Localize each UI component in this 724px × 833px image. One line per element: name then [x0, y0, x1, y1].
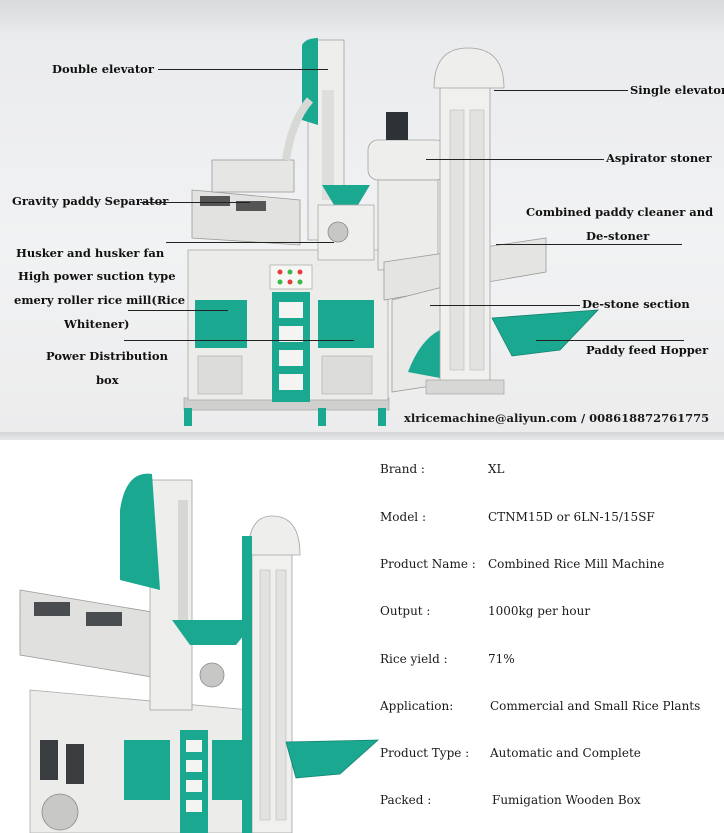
leader-paddy-hopper: [536, 340, 684, 341]
label-power-1: Power Distribution: [46, 349, 168, 363]
leader-single-elevator: [494, 90, 628, 91]
rice-mill-machine-annotated: [183, 38, 600, 426]
leader-destone-section: [430, 305, 580, 306]
leader-suction: [128, 310, 228, 311]
leader-power: [124, 340, 354, 341]
label-husker: Husker and husker fan: [16, 246, 165, 260]
leader-aspirator-stoner: [426, 159, 604, 160]
label-suction-1: High power suction type: [18, 269, 176, 283]
label-combined-cleaner-2: De-stoner: [586, 229, 650, 243]
leader-combined-cleaner: [496, 244, 682, 245]
label-single-elevator: Single elevator: [630, 83, 724, 97]
rice-mill-machine-photo: [19, 473, 380, 833]
bottom-spec-panel: Brand : XL Model : CTNM15D or 6LN-15/15S…: [0, 440, 724, 833]
label-suction-2: emery roller rice mill(Rice: [14, 293, 186, 307]
top-band: [0, 0, 724, 32]
leader-double-elevator: [158, 69, 328, 70]
top-annotated-panel: Double elevator Single elevator Aspirato…: [0, 0, 724, 440]
label-suction-3: Whitener): [64, 317, 130, 331]
label-aspirator-stoner: Aspirator stoner: [606, 151, 712, 165]
label-destone-section: De-stone section: [582, 297, 690, 311]
label-combined-cleaner-1: Combined paddy cleaner and: [526, 205, 714, 219]
leader-gravity-separator: [140, 202, 250, 203]
label-paddy-hopper: Paddy feed Hopper: [586, 343, 709, 357]
label-double-elevator: Double elevator: [52, 62, 154, 76]
label-gravity-separator: Gravity paddy Separator: [12, 194, 169, 208]
label-power-2: box: [96, 373, 119, 387]
contact-line: xlricemachine@aliyun.com / 0086188727617…: [404, 411, 710, 425]
leader-husker: [166, 242, 334, 243]
